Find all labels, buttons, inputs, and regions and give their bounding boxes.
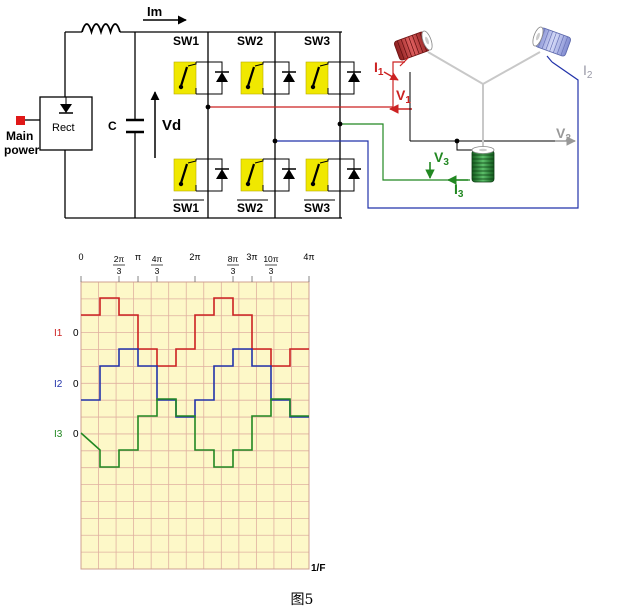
- motor-coil-2: [532, 26, 572, 57]
- series-i2-name: I2: [54, 379, 63, 390]
- top-tick-denominator: 3: [269, 266, 274, 276]
- coil1-lead: [399, 57, 409, 67]
- series-i3-name: I3: [54, 429, 63, 440]
- main-power-label-line2: power: [4, 143, 40, 157]
- v2-label: V2: [556, 125, 571, 144]
- top-tick-label: π: [135, 252, 141, 262]
- coil3-lead: [456, 141, 473, 151]
- top-tick-numerator: 8π: [228, 254, 239, 264]
- phase1-wire: [208, 61, 405, 108]
- series-i2-line: [81, 348, 309, 418]
- current-label: Im: [147, 4, 162, 19]
- lower-switch-3-icon: [305, 158, 361, 192]
- lower-switch-1-icon: [173, 158, 229, 192]
- x-axis-label: 1/F: [311, 563, 325, 574]
- phase3-wire: [340, 123, 470, 181]
- sw2-bar-label: SW2: [237, 201, 263, 215]
- sw3-label: SW3: [304, 34, 330, 48]
- capacitor: [126, 118, 144, 134]
- inverter-leg-3: [305, 32, 361, 218]
- motor-coil-1: [393, 30, 433, 61]
- top-tick-label: 3π: [246, 252, 257, 262]
- series-i3-zero: 0: [73, 429, 79, 440]
- upper-switch-2-icon: [240, 61, 296, 95]
- rectifier-diode-icon: [59, 97, 73, 114]
- capacitor-label: C: [108, 119, 117, 133]
- i3-label: I3: [454, 181, 464, 200]
- series-i1-zero: 0: [73, 328, 79, 339]
- series-i2-zero: 0: [73, 379, 79, 390]
- power-circuit: Im Rect Main power C Vd SW1 SW2 SW3: [4, 4, 593, 219]
- main-power-label-line1: Main: [6, 129, 33, 143]
- i2-label: I2: [583, 62, 593, 81]
- top-tick-denominator: 3: [117, 266, 122, 276]
- top-tick-denominator: 3: [155, 266, 160, 276]
- series-i1-name: I1: [54, 328, 63, 339]
- upper-switch-3-icon: [305, 61, 361, 95]
- dc-bus-wires: [25, 31, 342, 219]
- upper-switch-1-icon: [173, 61, 229, 95]
- waveform-series: [80, 297, 309, 468]
- top-tick-label: 2π: [189, 252, 200, 262]
- switch-legs: [173, 32, 361, 218]
- phase-wires: [208, 61, 579, 209]
- i1-label: I1: [374, 59, 384, 78]
- top-tick-numerator: 2π: [114, 254, 125, 264]
- inductor: [81, 23, 121, 36]
- coil2-lead: [546, 55, 553, 63]
- inverter-leg-2: [240, 32, 296, 218]
- inverter-leg-1: [173, 32, 229, 218]
- phase2-wire: [275, 61, 579, 209]
- sw2-label: SW2: [237, 34, 263, 48]
- top-tick-label: 4π: [303, 252, 314, 262]
- top-tick-numerator: 10π: [263, 254, 278, 264]
- top-tick-label: 0: [78, 252, 83, 262]
- v3-label: V3: [434, 149, 449, 168]
- series-i1-line: [81, 297, 309, 367]
- i1-arrow: [383, 71, 399, 81]
- sw1-label: SW1: [173, 34, 199, 48]
- v1-label: V1: [396, 87, 411, 106]
- voltage-label: Vd: [162, 117, 181, 134]
- figure-caption: 图5: [291, 592, 314, 608]
- motor-coil-3: [471, 146, 495, 183]
- top-tick-numerator: 4π: [152, 254, 163, 264]
- sw3-bar-label: SW3: [304, 201, 330, 215]
- sw1-bar-label: SW1: [173, 201, 199, 215]
- series-i3-line: [80, 398, 309, 468]
- rectifier-label: Rect: [52, 122, 75, 134]
- lower-switch-2-icon: [240, 158, 296, 192]
- top-tick-denominator: 3: [231, 266, 236, 276]
- main-power-terminal-icon: [16, 116, 25, 125]
- star-connection: [427, 51, 541, 150]
- node-dots: [205, 104, 460, 144]
